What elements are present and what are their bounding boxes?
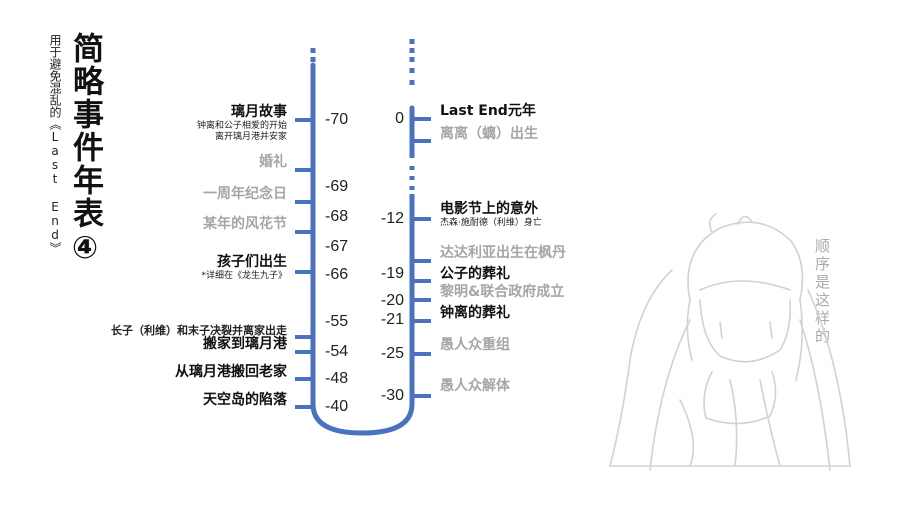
sketch-stroke: [708, 213, 717, 233]
right-year-label: -25: [380, 345, 404, 362]
left-event: 璃月故事钟离和公子相爱的开始离开璃月港并安家: [197, 103, 287, 143]
left-event: 长子（利维）和末子决裂并离家出走: [111, 322, 287, 340]
left-year-label: -48: [325, 370, 349, 387]
event-title: 黎明&联合政府成立: [440, 284, 565, 300]
event-title: 孩子们出生: [217, 254, 287, 270]
page-subtitle: 用于避免混乱的《Last End》: [48, 34, 62, 254]
sketch-stroke: [759, 379, 781, 467]
right-event: 愚人众解体: [440, 377, 510, 395]
event-title: 从璃月港搬回老家: [175, 364, 287, 380]
left-event: 天空岛的陷落: [203, 391, 287, 409]
sketch-stroke: [699, 299, 792, 363]
event-title: 婚礼: [259, 154, 287, 170]
right-year-label: -20: [380, 292, 404, 309]
event-title: 长子（利维）和末子决裂并离家出走: [111, 324, 287, 337]
sketch-stroke: [649, 319, 691, 471]
event-title: 搬家到璃月港: [203, 336, 287, 352]
side-note: 顺序是这样的: [813, 238, 831, 346]
left-year-label: -70: [325, 111, 349, 128]
left-year-label: -40: [325, 398, 349, 415]
event-title: Last End元年: [440, 103, 536, 119]
sketch-stroke: [699, 280, 791, 291]
sketch-stroke: [769, 321, 773, 339]
event-note: 钟离和公子相爱的开始: [196, 121, 287, 131]
event-title: 某年的风花节: [203, 216, 287, 232]
left-event: 一周年纪念日: [203, 185, 287, 203]
right-year-label: -19: [380, 265, 404, 282]
sketch-stroke: [737, 215, 753, 225]
right-event: 钟离的葬礼: [440, 304, 510, 322]
event-title: 达达利亚出生在枫丹: [440, 245, 566, 261]
event-title: 天空岛的陷落: [203, 392, 287, 408]
sketch-stroke: [679, 399, 695, 467]
sketch-stroke: [719, 321, 723, 339]
sketch-stroke: [729, 379, 738, 467]
event-note: 离开璃月港并安家: [214, 132, 287, 142]
left-event: 从璃月港搬回老家: [175, 363, 287, 381]
event-note: *详细在《龙生九子》: [201, 271, 287, 281]
sketch-stroke: [686, 299, 693, 361]
right-year-label: -21: [380, 311, 404, 328]
event-title: 电影节上的意外: [440, 201, 538, 217]
right-event: 公子的葬礼: [440, 265, 510, 283]
event-note: 杰森·施耐德（利维）身亡: [440, 218, 542, 228]
sketch-stroke: [609, 269, 673, 467]
left-event: 孩子们出生*详细在《龙生九子》: [201, 253, 287, 282]
left-event: 婚礼: [259, 153, 287, 171]
left-event: 某年的风花节: [203, 215, 287, 233]
right-year-label: -30: [380, 387, 404, 404]
right-event: 离离（螭）出生: [440, 125, 538, 143]
sketch-stroke: [795, 299, 804, 381]
sketch-stroke: [703, 371, 777, 425]
event-title: 愚人众重组: [440, 337, 510, 353]
sketch-stroke: [799, 319, 831, 471]
left-year-label: -55: [325, 313, 349, 330]
sketch-stroke: [687, 221, 804, 301]
event-title: 愚人众解体: [440, 378, 510, 394]
event-title: 离离（螭）出生: [440, 126, 538, 142]
right-event: 愚人众重组: [440, 336, 510, 354]
right-event: 达达利亚出生在枫丹: [440, 244, 566, 262]
event-title: 公子的葬礼: [440, 266, 510, 282]
right-year-label: 0: [395, 110, 404, 127]
event-title: 钟离的葬礼: [440, 305, 510, 321]
event-title: 璃月故事: [231, 104, 287, 120]
right-event: Last End元年: [440, 102, 536, 120]
right-event: 黎明&联合政府成立: [440, 283, 564, 301]
right-year-label: -12: [380, 210, 404, 227]
page-title: 简略事件年表④: [67, 32, 103, 268]
left-year-label: -54: [325, 343, 349, 360]
event-title: 一周年纪念日: [203, 186, 287, 202]
left-year-label: -67: [325, 238, 349, 255]
left-year-label: -66: [325, 266, 349, 283]
left-year-label: -68: [325, 208, 349, 225]
axis-tube: [310, 62, 415, 436]
left-event: 搬家到璃月港: [203, 335, 287, 353]
sketch-stroke: [807, 289, 851, 467]
right-event: 电影节上的意外杰森·施耐德（利维）身亡: [440, 200, 542, 229]
left-year-label: -69: [325, 178, 349, 195]
